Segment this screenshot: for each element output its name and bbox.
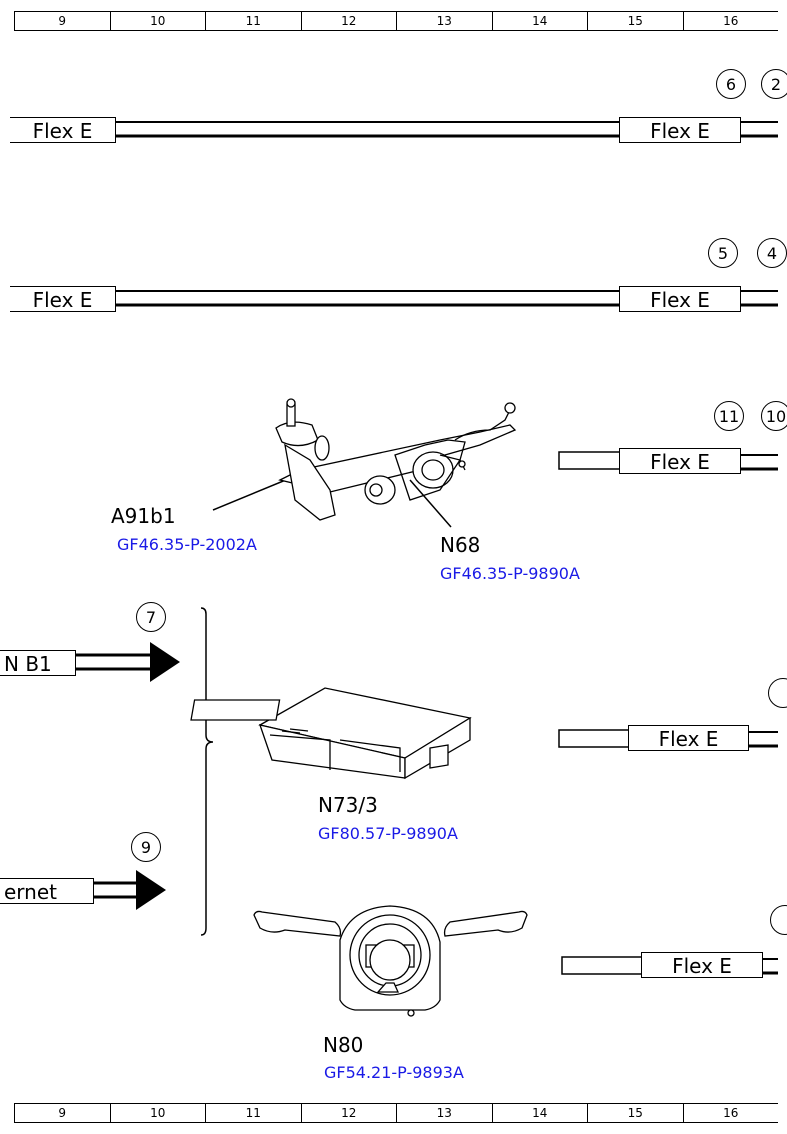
flex-e-connector: Flex E bbox=[10, 286, 116, 312]
stub-connector bbox=[558, 451, 622, 470]
marker-11: 11 bbox=[714, 401, 744, 431]
ruler-cell: 13 bbox=[396, 1104, 492, 1122]
ruler-cell: 14 bbox=[491, 12, 588, 30]
marker-4: 4 bbox=[757, 238, 787, 268]
ruler-cell: 10 bbox=[109, 12, 206, 30]
component-label-a91b1: A91b1 bbox=[111, 504, 176, 528]
ruler-cell: 16 bbox=[682, 1104, 779, 1122]
flex-e-connector: Flex E bbox=[10, 117, 116, 143]
bottom-ruler: 9 10 11 12 13 14 15 16 bbox=[14, 1103, 778, 1123]
ruler-cell: 13 bbox=[396, 12, 492, 30]
marker-10: 10 bbox=[761, 401, 787, 431]
component-label-n80: N80 bbox=[323, 1033, 364, 1057]
ruler-cell: 10 bbox=[109, 1104, 206, 1122]
ethernet-connector: ernet bbox=[0, 878, 94, 904]
ruler-cell: 14 bbox=[491, 1104, 588, 1122]
n-b1-connector: N B1 bbox=[0, 650, 76, 676]
component-ref-n80[interactable]: GF54.21-P-9893A bbox=[324, 1063, 464, 1082]
ruler-cell: 15 bbox=[587, 12, 683, 30]
ruler-cell: 11 bbox=[205, 12, 301, 30]
marker-7: 7 bbox=[136, 602, 166, 632]
component-label-n73-3: N73/3 bbox=[318, 793, 378, 817]
ruler-cell: 15 bbox=[587, 1104, 683, 1122]
marker-5: 5 bbox=[708, 238, 738, 268]
steering-column-switch-illustration bbox=[253, 905, 528, 1017]
ruler-cell: 9 bbox=[14, 1104, 110, 1122]
component-ref-n73-3[interactable]: GF80.57-P-9890A bbox=[318, 824, 458, 843]
steering-gear-illustration bbox=[275, 398, 517, 521]
flex-e-connector: Flex E bbox=[641, 952, 763, 978]
stub-connector bbox=[561, 956, 643, 975]
ecu-module-illustration bbox=[190, 687, 472, 780]
component-ref-a91b1[interactable]: GF46.35-P-2002A bbox=[117, 535, 257, 554]
ruler-cell: 16 bbox=[682, 12, 779, 30]
marker-2: 2 bbox=[761, 69, 787, 99]
component-label-n68: N68 bbox=[440, 533, 481, 557]
ruler-cell: 12 bbox=[300, 1104, 397, 1122]
flex-e-connector: Flex E bbox=[628, 725, 749, 751]
leader-n68 bbox=[409, 479, 452, 528]
curly-brace bbox=[200, 607, 214, 936]
marker-6: 6 bbox=[716, 69, 746, 99]
ruler-cell: 11 bbox=[205, 1104, 301, 1122]
ruler-cell: 9 bbox=[14, 12, 110, 30]
flex-e-connector: Flex E bbox=[619, 286, 741, 312]
arrow-nb1-head bbox=[150, 642, 180, 682]
flex-e-connector: Flex E bbox=[619, 448, 741, 474]
arrow-ethernet-head bbox=[136, 870, 166, 910]
flex-e-connector: Flex E bbox=[619, 117, 741, 143]
marker-9: 9 bbox=[131, 832, 161, 862]
ruler-cell: 12 bbox=[300, 12, 397, 30]
stub-connector bbox=[558, 729, 630, 748]
component-ref-n68[interactable]: GF46.35-P-9890A bbox=[440, 564, 580, 583]
top-ruler: 9 10 11 12 13 14 15 16 bbox=[14, 11, 778, 31]
